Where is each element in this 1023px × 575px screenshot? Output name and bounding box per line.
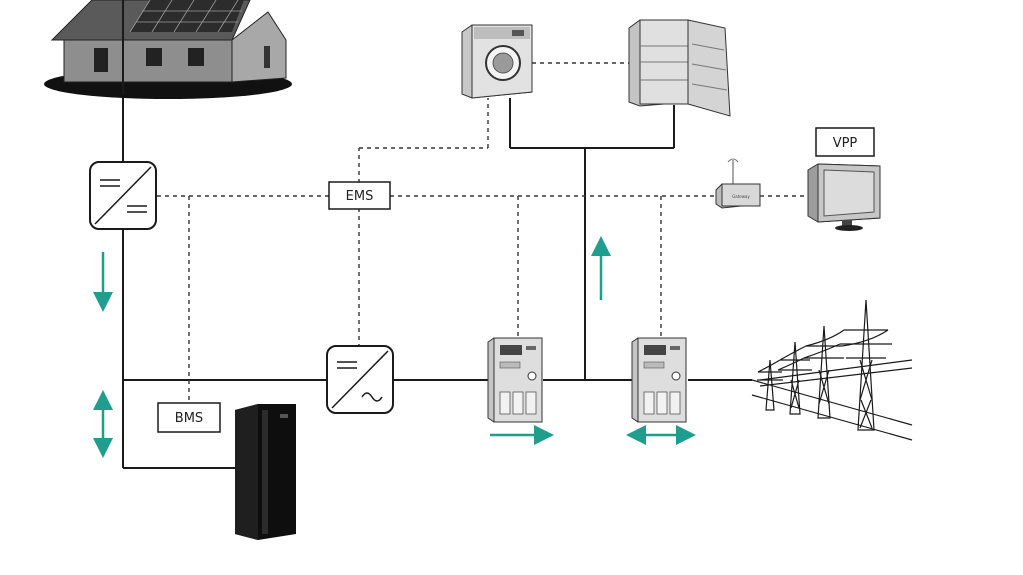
- inverter-icon: [326, 345, 394, 414]
- energy-meter-icon: [487, 337, 543, 423]
- power-grid-icon: [751, 299, 913, 441]
- flow-arrows: [93, 236, 696, 458]
- dc-converter-icon: [89, 161, 157, 230]
- monitor-icon: [807, 163, 881, 231]
- communication-lines: [157, 62, 808, 403]
- ems-text: EMS: [346, 189, 374, 204]
- gateway-router-icon: Gateway: [715, 158, 761, 209]
- battery-icon: [235, 404, 296, 540]
- washing-machine-icon: [461, 24, 533, 99]
- energy-meter-icon: [631, 337, 687, 423]
- vpp-text: VPP: [833, 136, 858, 151]
- ems-label: EMS: [328, 181, 391, 210]
- gateway-text: Gateway: [732, 194, 750, 199]
- fridge-icon: [628, 19, 731, 117]
- power-lines: [122, 95, 752, 469]
- bms-label: BMS: [157, 402, 221, 433]
- bms-text: BMS: [175, 411, 203, 426]
- house-solar-icon: [44, 0, 292, 99]
- vpp-label: VPP: [815, 127, 875, 157]
